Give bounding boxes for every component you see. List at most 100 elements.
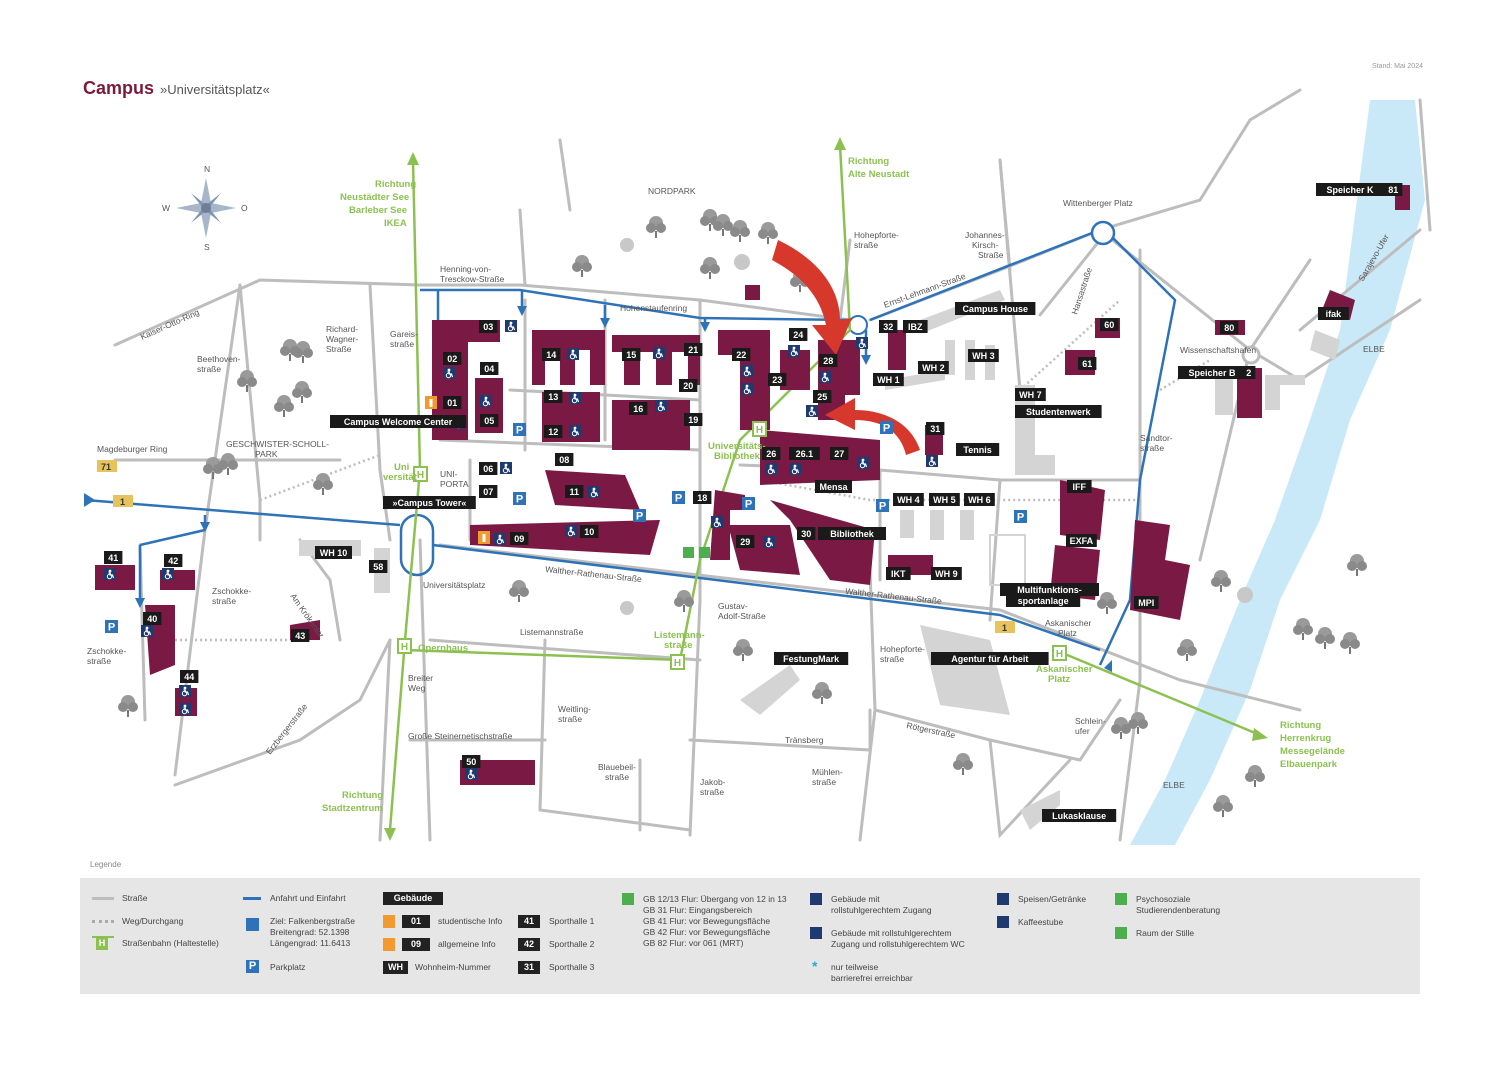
building-29[interactable]: 29 xyxy=(736,535,755,548)
label-wh9[interactable]: WH 9 xyxy=(931,567,962,580)
building-40-label: 40 xyxy=(147,614,157,624)
label-studentenwerk[interactable]: Studentenwerk xyxy=(1015,405,1102,418)
building-07[interactable]: 07 xyxy=(479,485,498,498)
label-multi-1[interactable]: Multifunktions- xyxy=(1000,583,1099,596)
label-lukasklause-label: Lukasklause xyxy=(1052,811,1106,821)
label-wh1[interactable]: WH 1 xyxy=(873,373,904,386)
label-ibz[interactable]: IBZ xyxy=(903,320,928,333)
building-40[interactable]: 40 xyxy=(143,612,162,625)
label-campus-tower-label: »Campus Tower« xyxy=(392,498,466,508)
roundabout-unipl xyxy=(399,513,435,577)
building-22[interactable]: 22 xyxy=(732,348,751,361)
label-wh5[interactable]: WH 5 xyxy=(929,493,960,506)
legend-parkplatz: Parkplatz xyxy=(270,962,306,972)
building-27[interactable]: 27 xyxy=(830,447,849,460)
label-speicher-b[interactable]: Speicher B xyxy=(1178,366,1246,379)
line-badge-71: 71 xyxy=(101,462,111,472)
label-mensa[interactable]: Mensa xyxy=(815,480,852,493)
label-ikt[interactable]: IKT xyxy=(886,567,911,580)
building-28[interactable]: 28 xyxy=(819,354,838,367)
building-20[interactable]: 20 xyxy=(679,379,698,392)
building-02-label: 02 xyxy=(447,354,457,364)
label-iff[interactable]: IFF xyxy=(1067,480,1092,493)
building-60[interactable]: 60 xyxy=(1100,318,1119,331)
building-14[interactable]: 14 xyxy=(542,348,561,361)
park-gsp-2: PARK xyxy=(255,449,278,459)
building-24[interactable]: 24 xyxy=(789,328,808,341)
label-wh2[interactable]: WH 2 xyxy=(918,361,949,374)
label-agentur[interactable]: Agentur für Arbeit xyxy=(931,652,1049,665)
label-speicher-k[interactable]: Speicher K xyxy=(1316,183,1384,196)
building-03[interactable]: 03 xyxy=(479,320,498,333)
building-23[interactable]: 23 xyxy=(768,373,787,386)
building-21[interactable]: 21 xyxy=(684,343,703,356)
label-wh4[interactable]: WH 4 xyxy=(893,493,924,506)
building-31[interactable]: 31 xyxy=(926,422,945,435)
street-weitling-1: Weitling- xyxy=(558,704,591,714)
dir-n-1: Alte Neustadt xyxy=(848,169,910,180)
building-16[interactable]: 16 xyxy=(629,402,648,415)
building-02[interactable]: 02 xyxy=(443,352,462,365)
building-08[interactable]: 08 xyxy=(555,453,574,466)
label-festungmark[interactable]: FestungMark xyxy=(774,652,849,665)
building-30-label: 30 xyxy=(801,529,811,539)
legend-road-swatch xyxy=(92,897,114,900)
dir-nw-0: Richtung xyxy=(375,179,416,190)
building-12[interactable]: 12 xyxy=(544,425,563,438)
street-traensberg: Tränsberg xyxy=(785,735,824,745)
building-41[interactable]: 41 xyxy=(104,551,123,564)
label-multi-2[interactable]: sportanlage xyxy=(1006,594,1081,607)
label-exfa[interactable]: EXFA xyxy=(1066,534,1097,547)
building-04[interactable]: 04 xyxy=(480,362,499,375)
building-50[interactable]: 50 xyxy=(462,755,481,768)
label-campus-welcome[interactable]: Campus Welcome Center xyxy=(330,415,467,428)
red-arrows xyxy=(772,240,920,455)
building-03-label: 03 xyxy=(483,322,493,332)
building-61[interactable]: 61 xyxy=(1078,357,1097,370)
title-campus: Campus xyxy=(83,78,155,98)
building-11[interactable]: 11 xyxy=(565,485,584,498)
label-ifak[interactable]: ifak xyxy=(1318,307,1349,320)
building-15[interactable]: 15 xyxy=(622,348,641,361)
building-25[interactable]: 25 xyxy=(813,390,832,403)
info-icons xyxy=(425,396,710,558)
building-05[interactable]: 05 xyxy=(480,414,499,427)
building-27-label: 27 xyxy=(834,449,844,459)
label-wh10[interactable]: WH 10 xyxy=(315,546,352,559)
label-lukasklause[interactable]: Lukasklause xyxy=(1042,809,1117,822)
building-13[interactable]: 13 xyxy=(544,390,563,403)
legend-aed-3: GB 41 Flur: vor Bewegungsfläche xyxy=(643,916,771,926)
label-tennis[interactable]: Tennis xyxy=(956,443,1000,456)
building-18[interactable]: 18 xyxy=(693,491,712,504)
building-42[interactable]: 42 xyxy=(164,554,183,567)
building-43[interactable]: 43 xyxy=(291,629,310,642)
label-mpi[interactable]: MPI xyxy=(1134,596,1159,609)
building-26-1[interactable]: 26.1 xyxy=(789,447,820,460)
building-10[interactable]: 10 xyxy=(580,525,599,538)
building-01[interactable]: 01 xyxy=(443,396,462,409)
building-80-label: 80 xyxy=(1224,323,1234,333)
label-wh3[interactable]: WH 3 xyxy=(968,349,999,362)
street-zschokke-2: straße xyxy=(212,596,236,606)
counseling-icon xyxy=(1115,893,1127,905)
building-32[interactable]: 32 xyxy=(879,320,898,333)
building-80[interactable]: 80 xyxy=(1220,321,1239,334)
label-wh6[interactable]: WH 6 xyxy=(964,493,995,506)
building-09[interactable]: 09 xyxy=(510,532,529,545)
label-wh7[interactable]: WH 7 xyxy=(1015,388,1046,401)
label-campus-house[interactable]: Campus House xyxy=(955,302,1036,315)
building-19[interactable]: 19 xyxy=(684,413,703,426)
legend-strasse: Straße xyxy=(122,893,148,903)
building-06[interactable]: 06 xyxy=(479,462,498,475)
building-28-label: 28 xyxy=(823,356,833,366)
building-26[interactable]: 26 xyxy=(762,447,781,460)
legend-nav-2: Breitengrad: 52.1398 xyxy=(270,927,350,937)
label-bibliothek[interactable]: Bibliothek xyxy=(818,527,886,540)
label-festungmark-label: FestungMark xyxy=(783,654,840,664)
label-campus-tower[interactable]: »Campus Tower« xyxy=(383,496,476,509)
building-58[interactable]: 58 xyxy=(369,560,388,573)
building-30[interactable]: 30 xyxy=(797,527,816,540)
building-81[interactable]: 81 xyxy=(1384,183,1403,196)
building-44[interactable]: 44 xyxy=(180,670,199,683)
